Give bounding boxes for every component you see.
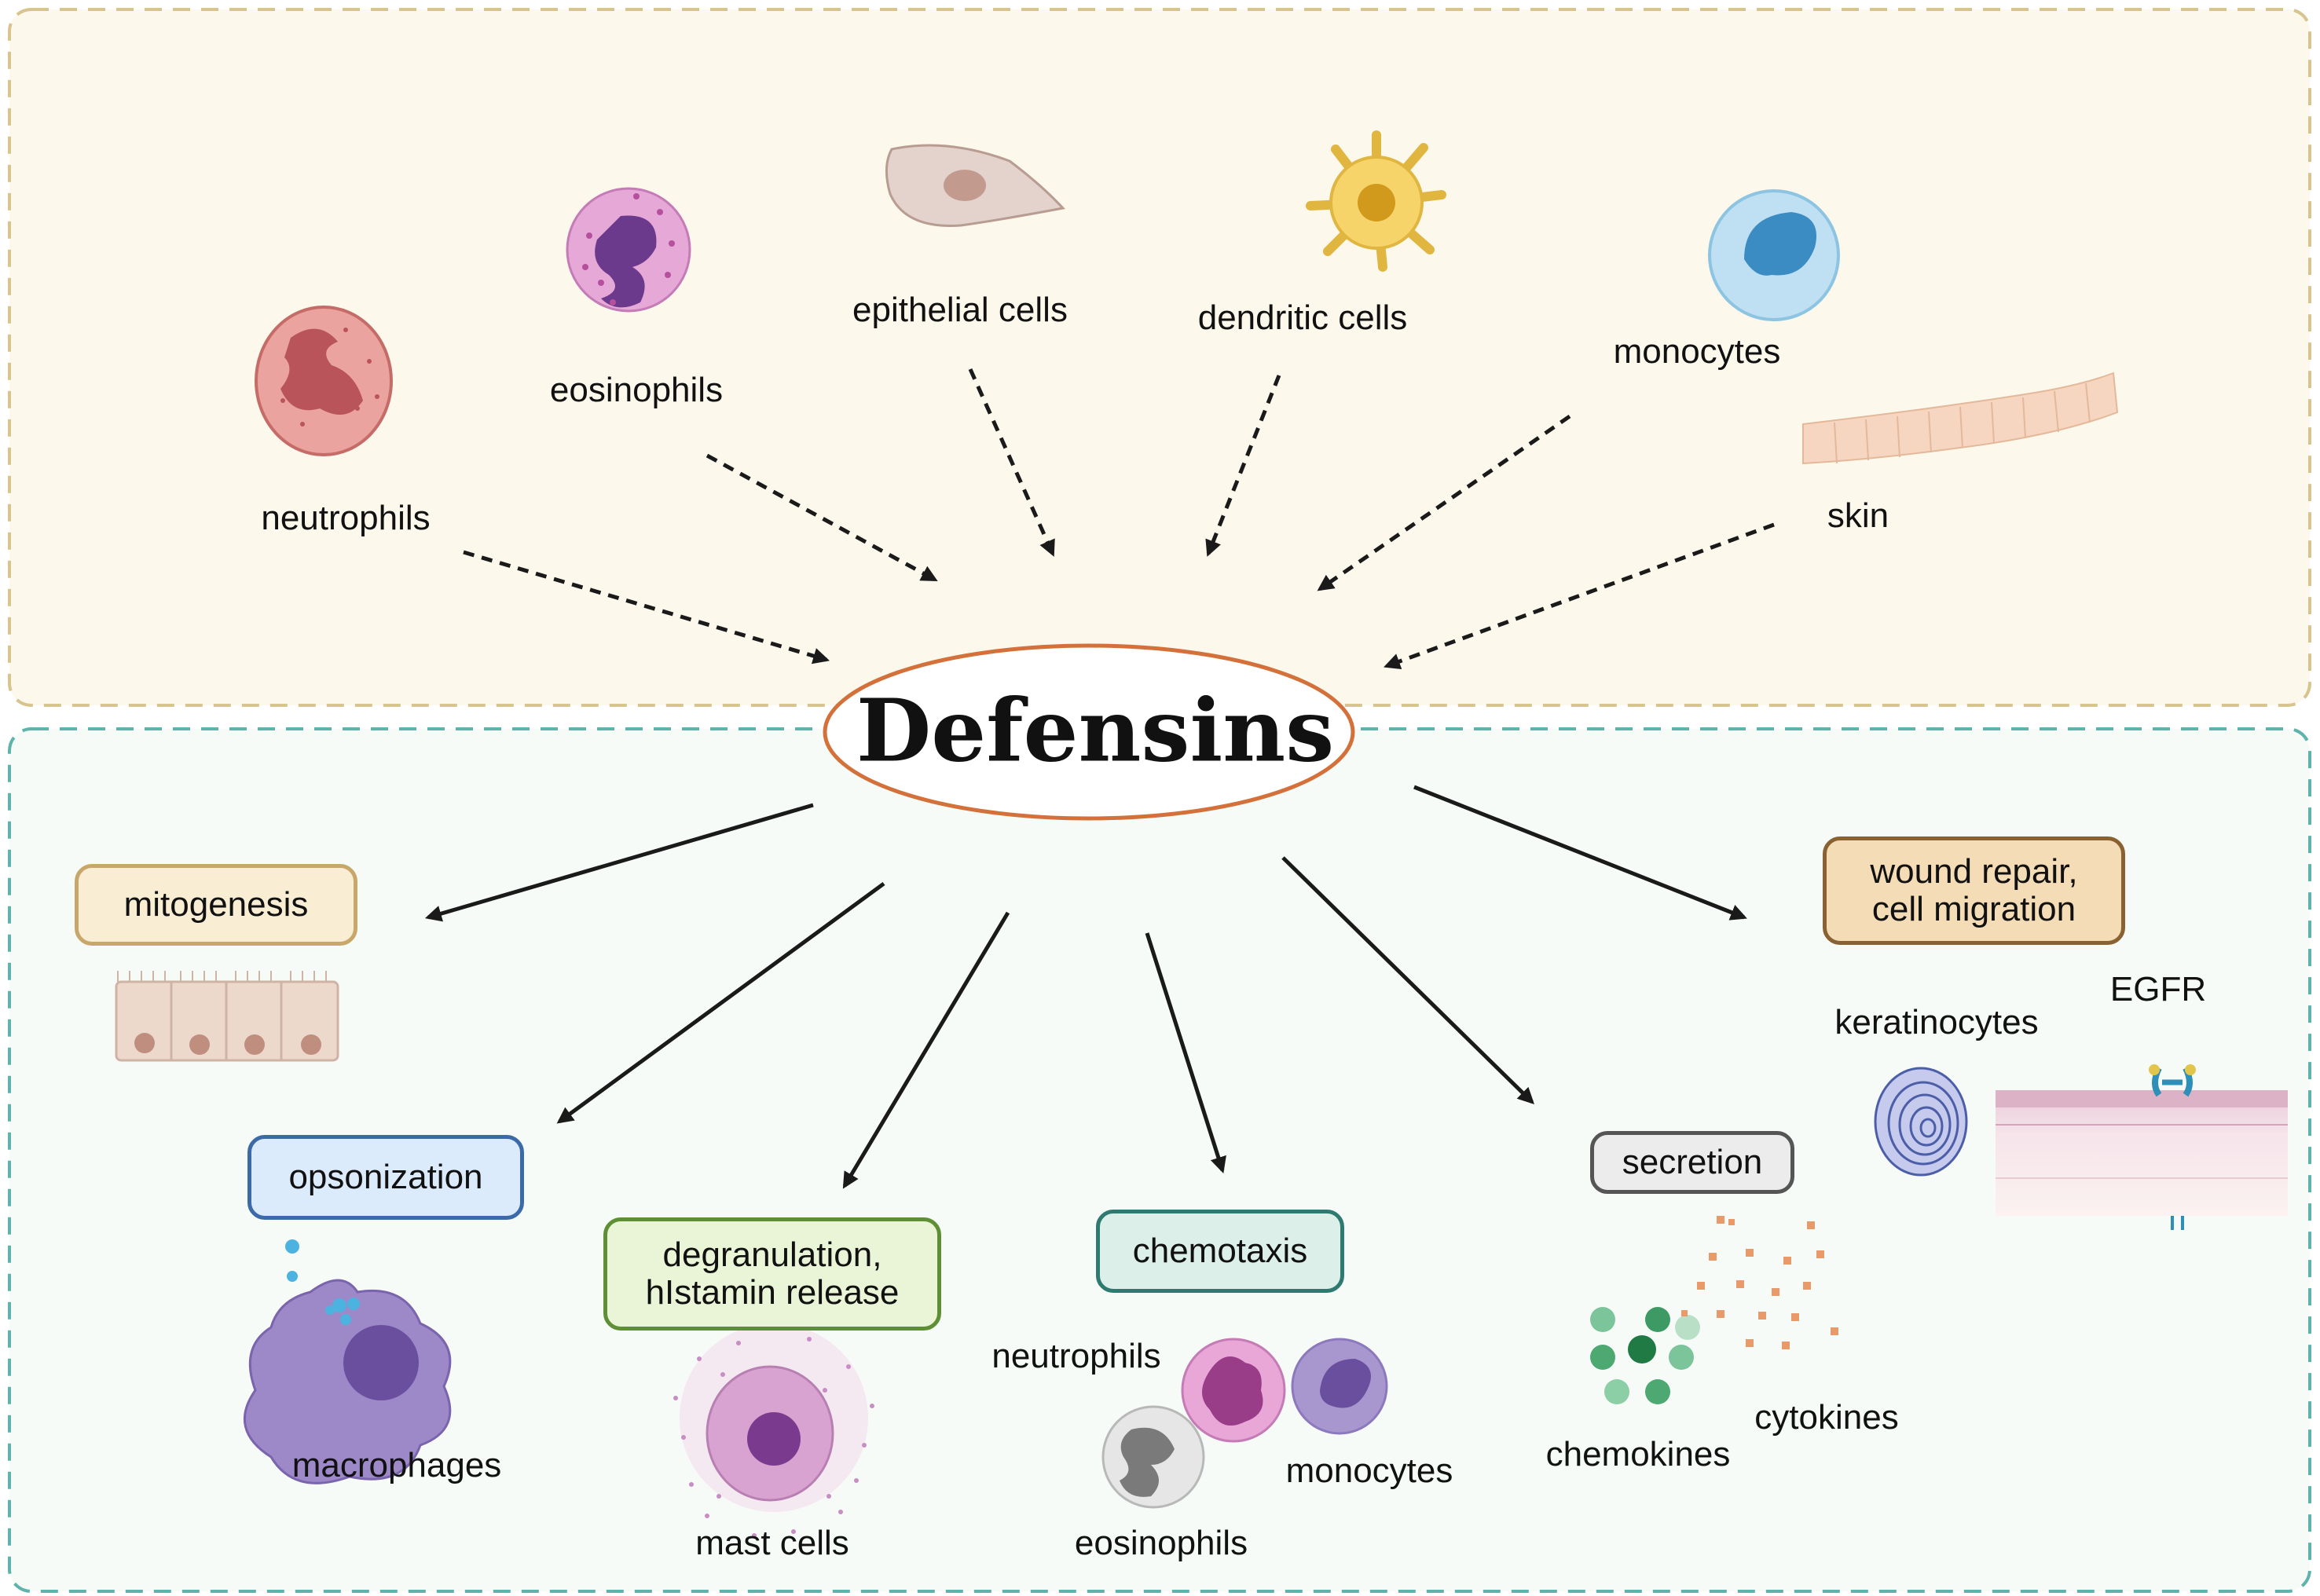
label-chemo-eosinophils: eosinophils (1074, 1523, 1248, 1562)
mitogenesis-box: mitogenesis (75, 864, 357, 946)
mitogenesis-epithelium-illustration (115, 971, 339, 1062)
label-eosinophils: eosinophils (549, 370, 724, 409)
opsonization-box: opsonization (247, 1135, 524, 1220)
monocyte-cell-illustration (1708, 189, 1840, 321)
arrow-secretion (1281, 856, 1534, 1104)
label-keratinocytes: keratinocytes (1834, 1002, 2039, 1041)
chemotaxis-neutrophil-illustration (1181, 1338, 1286, 1443)
label-chemokines: chemokines (1545, 1434, 1731, 1473)
arrow-monocytes (1317, 414, 1571, 591)
mitogenesis-label: mitogenesis (123, 885, 309, 924)
function-arrows (424, 785, 1747, 1189)
chemotaxis-eosinophil-illustration (1101, 1405, 1205, 1509)
skin-tissue-illustration (1802, 372, 2119, 465)
wound-repair-label-line2: cell migration (1871, 890, 2076, 928)
label-chemo-neutrophils: neutrophils (991, 1336, 1161, 1375)
label-epithelial-cells: epithelial cells (852, 290, 1068, 329)
chemokines-illustration (1590, 1307, 1700, 1404)
skin-layers-illustration (1996, 1090, 2288, 1216)
degranulation-label-line1: degranulation, (662, 1235, 882, 1275)
macrophage-cell-illustration (243, 1239, 452, 1484)
chemotaxis-monocyte-illustration (1291, 1338, 1388, 1435)
arrow-eosinophils (706, 453, 938, 582)
page-title: Defensins (856, 679, 1335, 782)
title-ellipse (823, 643, 1355, 821)
arrow-chemotaxis (1145, 932, 1226, 1174)
wound-repair-label-line1: wound repair, (1870, 852, 2078, 891)
epithelial-cell-illustration (885, 144, 1065, 227)
cytokines-illustration (1681, 1216, 1838, 1349)
label-dendritic-cells: dendritic cells (1197, 298, 1408, 337)
arrow-opsonization (556, 881, 885, 1124)
label-neutrophils: neutrophils (261, 498, 431, 537)
neutrophil-cell-illustration (255, 306, 393, 456)
chemotaxis-label: chemotaxis (1132, 1232, 1308, 1271)
opsonization-label: opsonization (288, 1158, 483, 1197)
label-macrophages: macrophages (291, 1445, 502, 1484)
arrow-neutrophils (463, 550, 830, 664)
degranulation-box: degranulation, hIstamin release (603, 1217, 941, 1331)
dendritic-cell-illustration (1306, 130, 1446, 272)
label-chemo-monocytes: monocytes (1285, 1451, 1453, 1490)
wound-repair-box: wound repair, cell migration (1823, 836, 2125, 945)
arrow-degranulation (842, 911, 1010, 1189)
source-arrows (463, 368, 1775, 670)
arrow-dendritic (1205, 375, 1281, 557)
secretion-box: secretion (1590, 1131, 1794, 1194)
label-skin: skin (1827, 496, 1889, 535)
arrow-mitogenesis (424, 803, 814, 922)
chemotaxis-box: chemotaxis (1096, 1210, 1344, 1293)
label-cytokines: cytokines (1754, 1397, 1899, 1437)
function-panel (8, 727, 2311, 1593)
arrow-epithelial (968, 368, 1055, 557)
degranulation-label-line2: hIstamin release (645, 1273, 900, 1312)
arrow-wound-repair (1413, 785, 1747, 921)
label-monocytes: monocytes (1613, 331, 1781, 371)
mast-cell-illustration (673, 1323, 874, 1538)
label-egfr: EGFR (2109, 969, 2207, 1008)
keratinocyte-illustration (1874, 1067, 1968, 1177)
arrow-skin (1384, 522, 1775, 670)
egfr-receptor-icon (2149, 1064, 2196, 1230)
secretion-label: secretion (1622, 1143, 1763, 1182)
label-mast-cells: mast cells (695, 1523, 849, 1562)
eosinophil-cell-illustration (566, 187, 691, 313)
